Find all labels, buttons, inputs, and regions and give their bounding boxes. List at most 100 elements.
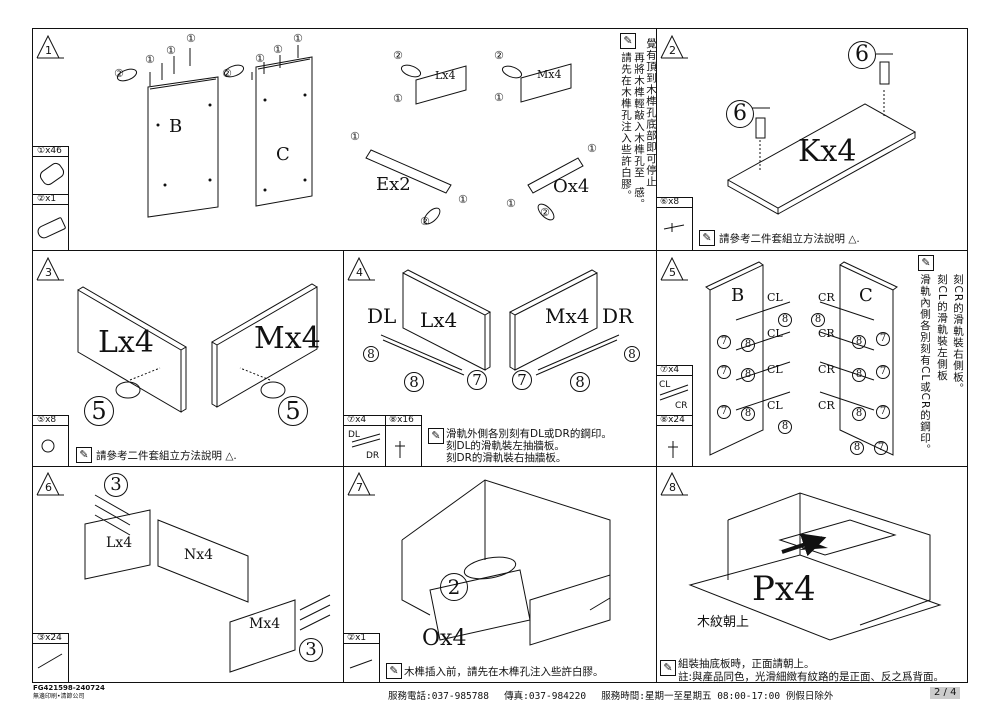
panel-c-label: C <box>859 285 873 306</box>
panel-mx4-label: Mx4 <box>537 68 562 81</box>
callout-2: ② <box>222 67 232 80</box>
panel-ex2-label: Ex2 <box>376 174 411 195</box>
panel-mx4-label: Mx4 <box>254 321 321 356</box>
step2-note: 請參考二件套組立方法說明 △. <box>719 233 860 245</box>
panel-kx4-label: Kx4 <box>798 134 857 169</box>
note-icon: ✎ <box>76 447 92 463</box>
callout-7: 7 <box>876 365 890 379</box>
step5-note-col1: 滑軌內側各別刻有CL或CR的鋼印。 <box>919 274 931 456</box>
note-icon: ✎ <box>660 660 676 676</box>
note-icon: ✎ <box>620 33 636 49</box>
callout-8: 8 <box>852 368 866 382</box>
callout-7: 7 <box>467 370 487 390</box>
step-2-number: 2 <box>669 44 676 57</box>
callout-7: 7 <box>717 365 731 379</box>
callout-1: ① <box>587 142 597 155</box>
callout-1: ① <box>186 32 196 45</box>
callout-8: 8 <box>778 420 792 434</box>
step4-note-line2: 刻DL的滑軌裝左抽牆板。 <box>446 440 565 452</box>
rail-cr-label: CR <box>818 363 835 376</box>
callout-1: ① <box>166 44 176 57</box>
callout-2: ② <box>393 49 403 62</box>
service-info: 服務電話:037-985788 傳真:037-984220 服務時間:星期一至星… <box>388 691 834 702</box>
callout-8: 8 <box>570 372 590 392</box>
callout-2: ② <box>540 206 550 219</box>
part-5-qty: ⑤x8 <box>37 415 57 425</box>
page-number: 2 / 4 <box>930 687 961 699</box>
callout-8: 8 <box>811 313 825 327</box>
part-3-qty: ③x24 <box>37 633 62 643</box>
callout-2: ② <box>114 67 124 80</box>
callout-3: 3 <box>299 638 323 662</box>
step4-note-line3: 刻DR的滑軌裝右抽牆板。 <box>446 452 567 464</box>
rail-cl-label: CL <box>767 327 783 340</box>
step5-note-col2: 刻CL的滑軌裝左側板 <box>936 274 948 382</box>
wood-grain-label: 木紋朝上 <box>697 615 750 630</box>
rail-cr-label: CR <box>818 291 835 304</box>
step1-note-col2: 再將木榫輕敲入木榫孔至 <box>633 52 645 179</box>
part-dl-label: DL <box>348 430 360 440</box>
step1-note-col3b: 感。 <box>633 187 645 210</box>
part-cr-label: CR <box>675 401 688 411</box>
panel-b-label: B <box>731 285 745 306</box>
panel-nx4-label: Nx4 <box>184 547 214 563</box>
part-2-qty: ②x1 <box>347 633 367 643</box>
callout-2: 2 <box>440 573 468 601</box>
note-icon: ✎ <box>386 663 402 679</box>
callout-8: 8 <box>741 368 755 382</box>
panel-mx4-label: Mx4 <box>545 304 590 328</box>
step2-board <box>663 53 917 232</box>
callout-2: ② <box>494 49 504 62</box>
step-6-number: 6 <box>45 481 52 494</box>
panel-b-label: B <box>169 116 183 137</box>
callout-1: ① <box>293 32 303 45</box>
callout-1: ① <box>506 197 516 210</box>
step8-note-line2: 註:與產品同色，光滑細緻有紋路的是正面、反之爲背面。 <box>678 671 945 683</box>
step7-note: 木榫插入前，請先在木榫孔注入些許白膠。 <box>404 666 604 678</box>
step8-note-line1: 組裝抽底板時，正面請朝上。 <box>678 658 815 670</box>
callout-6: 6 <box>726 100 754 128</box>
rail-dl-label: DL <box>367 304 397 328</box>
panel-lx4-label: Lx4 <box>435 69 456 82</box>
callout-6: 6 <box>848 41 876 69</box>
rail-cr-label: CR <box>818 399 835 412</box>
note-icon: ✎ <box>918 255 934 271</box>
step5-panels <box>659 261 898 458</box>
part-1-qty: ①x46 <box>37 146 62 156</box>
product-code: FG421598-240724 <box>33 684 105 692</box>
step-4-number: 4 <box>356 266 363 279</box>
step-triangles <box>36 34 688 496</box>
step1-note-col3: 覺有頂到木榫孔底部即可停止 <box>645 38 657 188</box>
callout-8: 8 <box>850 441 864 455</box>
part-2-qty: ②x1 <box>37 194 57 204</box>
callout-1: ① <box>393 92 403 105</box>
callout-7: 7 <box>876 405 890 419</box>
callout-8: 8 <box>741 338 755 352</box>
note-icon: ✎ <box>428 428 444 444</box>
callout-1: ① <box>350 130 360 143</box>
callout-1: ① <box>145 53 155 66</box>
callout-1: ① <box>255 52 265 65</box>
step5-note-col3: 刻CR的滑軌裝右側板。 <box>952 274 964 395</box>
step-1-number: 1 <box>45 44 52 57</box>
callout-2: ② <box>420 215 430 228</box>
step1-panels <box>116 45 584 225</box>
panel-ox4-label: Ox4 <box>422 626 467 651</box>
callout-8: 8 <box>624 346 640 362</box>
callout-1: ① <box>458 193 468 206</box>
callout-3: 3 <box>104 473 128 497</box>
step4-panels <box>351 269 620 458</box>
callout-5: 5 <box>84 396 114 426</box>
callout-5: 5 <box>278 396 308 426</box>
callout-8: 8 <box>852 407 866 421</box>
panel-lx4-label: Lx4 <box>98 325 154 360</box>
note-icon: ✎ <box>699 230 715 246</box>
part-6-qty: ⑥x8 <box>660 197 680 207</box>
step7-drawer <box>349 479 611 669</box>
panel-px4-label: Px4 <box>752 569 816 609</box>
rail-cr-label: CR <box>818 327 835 340</box>
callout-7: 7 <box>512 370 532 390</box>
callout-7: 7 <box>717 335 731 349</box>
callout-7: 7 <box>874 441 888 455</box>
step-8-number: 8 <box>669 481 676 494</box>
